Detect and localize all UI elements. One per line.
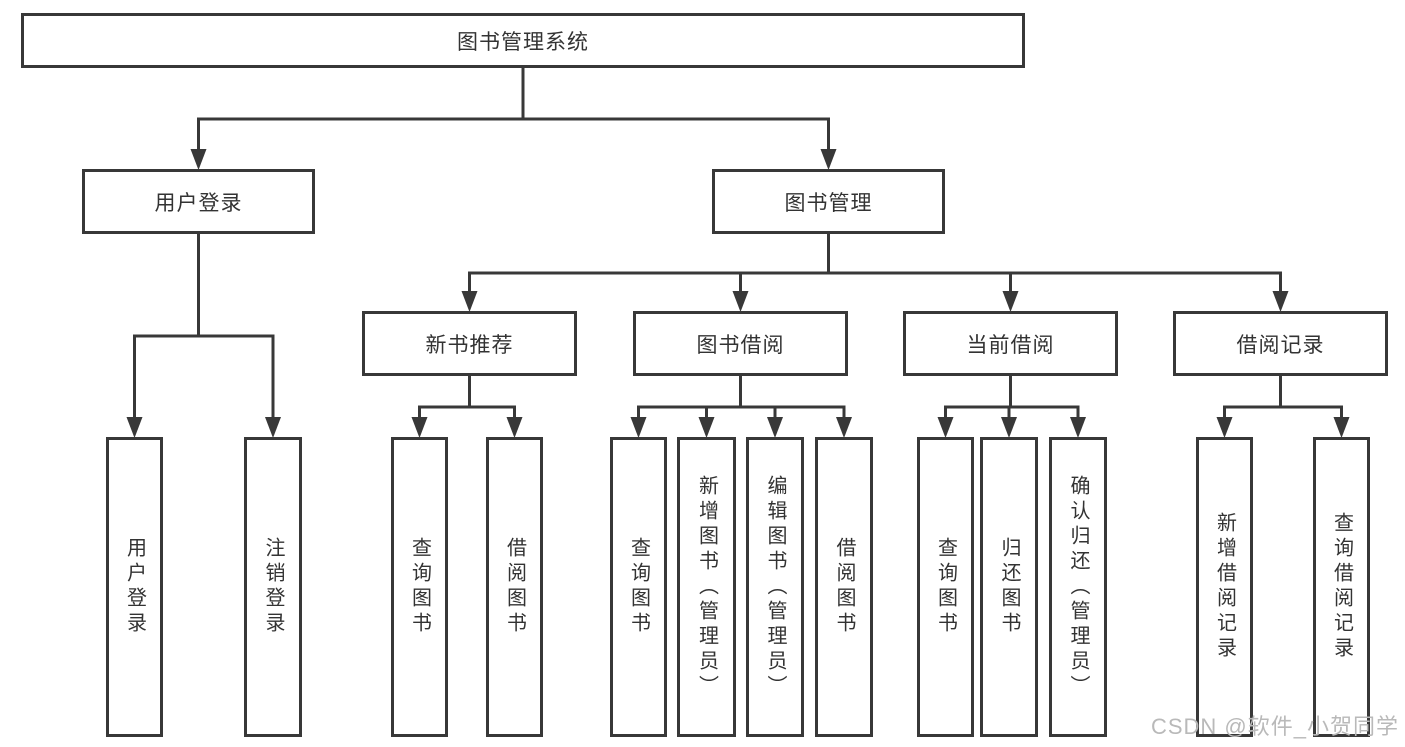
arrowhead-icon: [1001, 417, 1017, 438]
node-label-nb-borrow: 借阅图书: [503, 537, 526, 637]
node-newbook: 新书推荐: [362, 311, 577, 376]
node-current: 当前借阅: [903, 311, 1118, 376]
node-borrow: 图书借阅: [633, 311, 848, 376]
arrowhead-icon: [937, 417, 954, 438]
node-label-borrow: 图书借阅: [696, 333, 785, 357]
node-bw-add: 新增图书（管理员）: [677, 437, 736, 737]
arrowhead-icon: [265, 417, 281, 438]
arrowhead-icon: [698, 417, 715, 438]
arrowhead-icon: [767, 417, 783, 438]
node-cu-return: 归还图书: [980, 437, 1038, 737]
node-user-login: 用户登录: [106, 437, 163, 737]
node-label-cu-confirm: 确认归还（管理员）: [1067, 474, 1089, 700]
node-bw-query: 查询图书: [610, 437, 667, 737]
node-bw-borrow: 借阅图书: [815, 437, 873, 737]
node-label-cu-return: 归还图书: [998, 537, 1020, 637]
node-label-bw-add: 新增图书（管理员）: [695, 474, 718, 700]
node-nb-borrow: 借阅图书: [486, 437, 543, 737]
node-label-user-login: 用户登录: [123, 537, 146, 637]
node-label-root: 图书管理系统: [457, 30, 589, 54]
node-label-re-query: 查询借阅记录: [1330, 512, 1353, 662]
node-label-bw-borrow: 借阅图书: [833, 537, 855, 637]
arrowhead-icon: [411, 417, 428, 438]
arrowhead-icon: [630, 417, 647, 438]
node-re-add: 新增借阅记录: [1196, 437, 1253, 737]
node-label-current: 当前借阅: [966, 333, 1055, 357]
node-cu-query: 查询图书: [917, 437, 974, 737]
node-label-logout: 注销登录: [262, 537, 284, 637]
arrowhead-icon: [1272, 291, 1289, 312]
node-record: 借阅记录: [1173, 311, 1388, 376]
node-mgmt: 图书管理: [712, 169, 945, 234]
node-label-mgmt: 图书管理: [784, 191, 873, 215]
node-label-nb-query: 查询图书: [408, 537, 431, 637]
arrowhead-icon: [1333, 417, 1350, 438]
node-logout: 注销登录: [244, 437, 302, 737]
arrowhead-icon: [1070, 417, 1086, 438]
arrowhead-icon: [836, 417, 852, 438]
arrowhead-icon: [461, 291, 478, 312]
arrowhead-icon: [1216, 417, 1233, 438]
node-label-cu-query: 查询图书: [934, 537, 957, 637]
arrowhead-icon: [820, 149, 837, 170]
node-nb-query: 查询图书: [391, 437, 448, 737]
node-re-query: 查询借阅记录: [1313, 437, 1370, 737]
node-login: 用户登录: [82, 169, 315, 234]
node-label-newbook: 新书推荐: [425, 333, 514, 357]
node-root: 图书管理系统: [21, 13, 1025, 68]
arrowhead-icon: [506, 417, 523, 438]
node-cu-confirm: 确认归还（管理员）: [1049, 437, 1107, 737]
node-label-login: 用户登录: [154, 191, 243, 215]
node-label-record: 借阅记录: [1236, 333, 1325, 357]
node-label-re-add: 新增借阅记录: [1213, 512, 1236, 662]
node-bw-edit: 编辑图书（管理员）: [746, 437, 804, 737]
arrowhead-icon: [126, 417, 143, 438]
node-label-bw-query: 查询图书: [627, 537, 650, 637]
arrowhead-icon: [732, 291, 749, 312]
arrowhead-icon: [1002, 291, 1019, 312]
node-label-bw-edit: 编辑图书（管理员）: [764, 474, 786, 700]
arrowhead-icon: [190, 149, 207, 170]
